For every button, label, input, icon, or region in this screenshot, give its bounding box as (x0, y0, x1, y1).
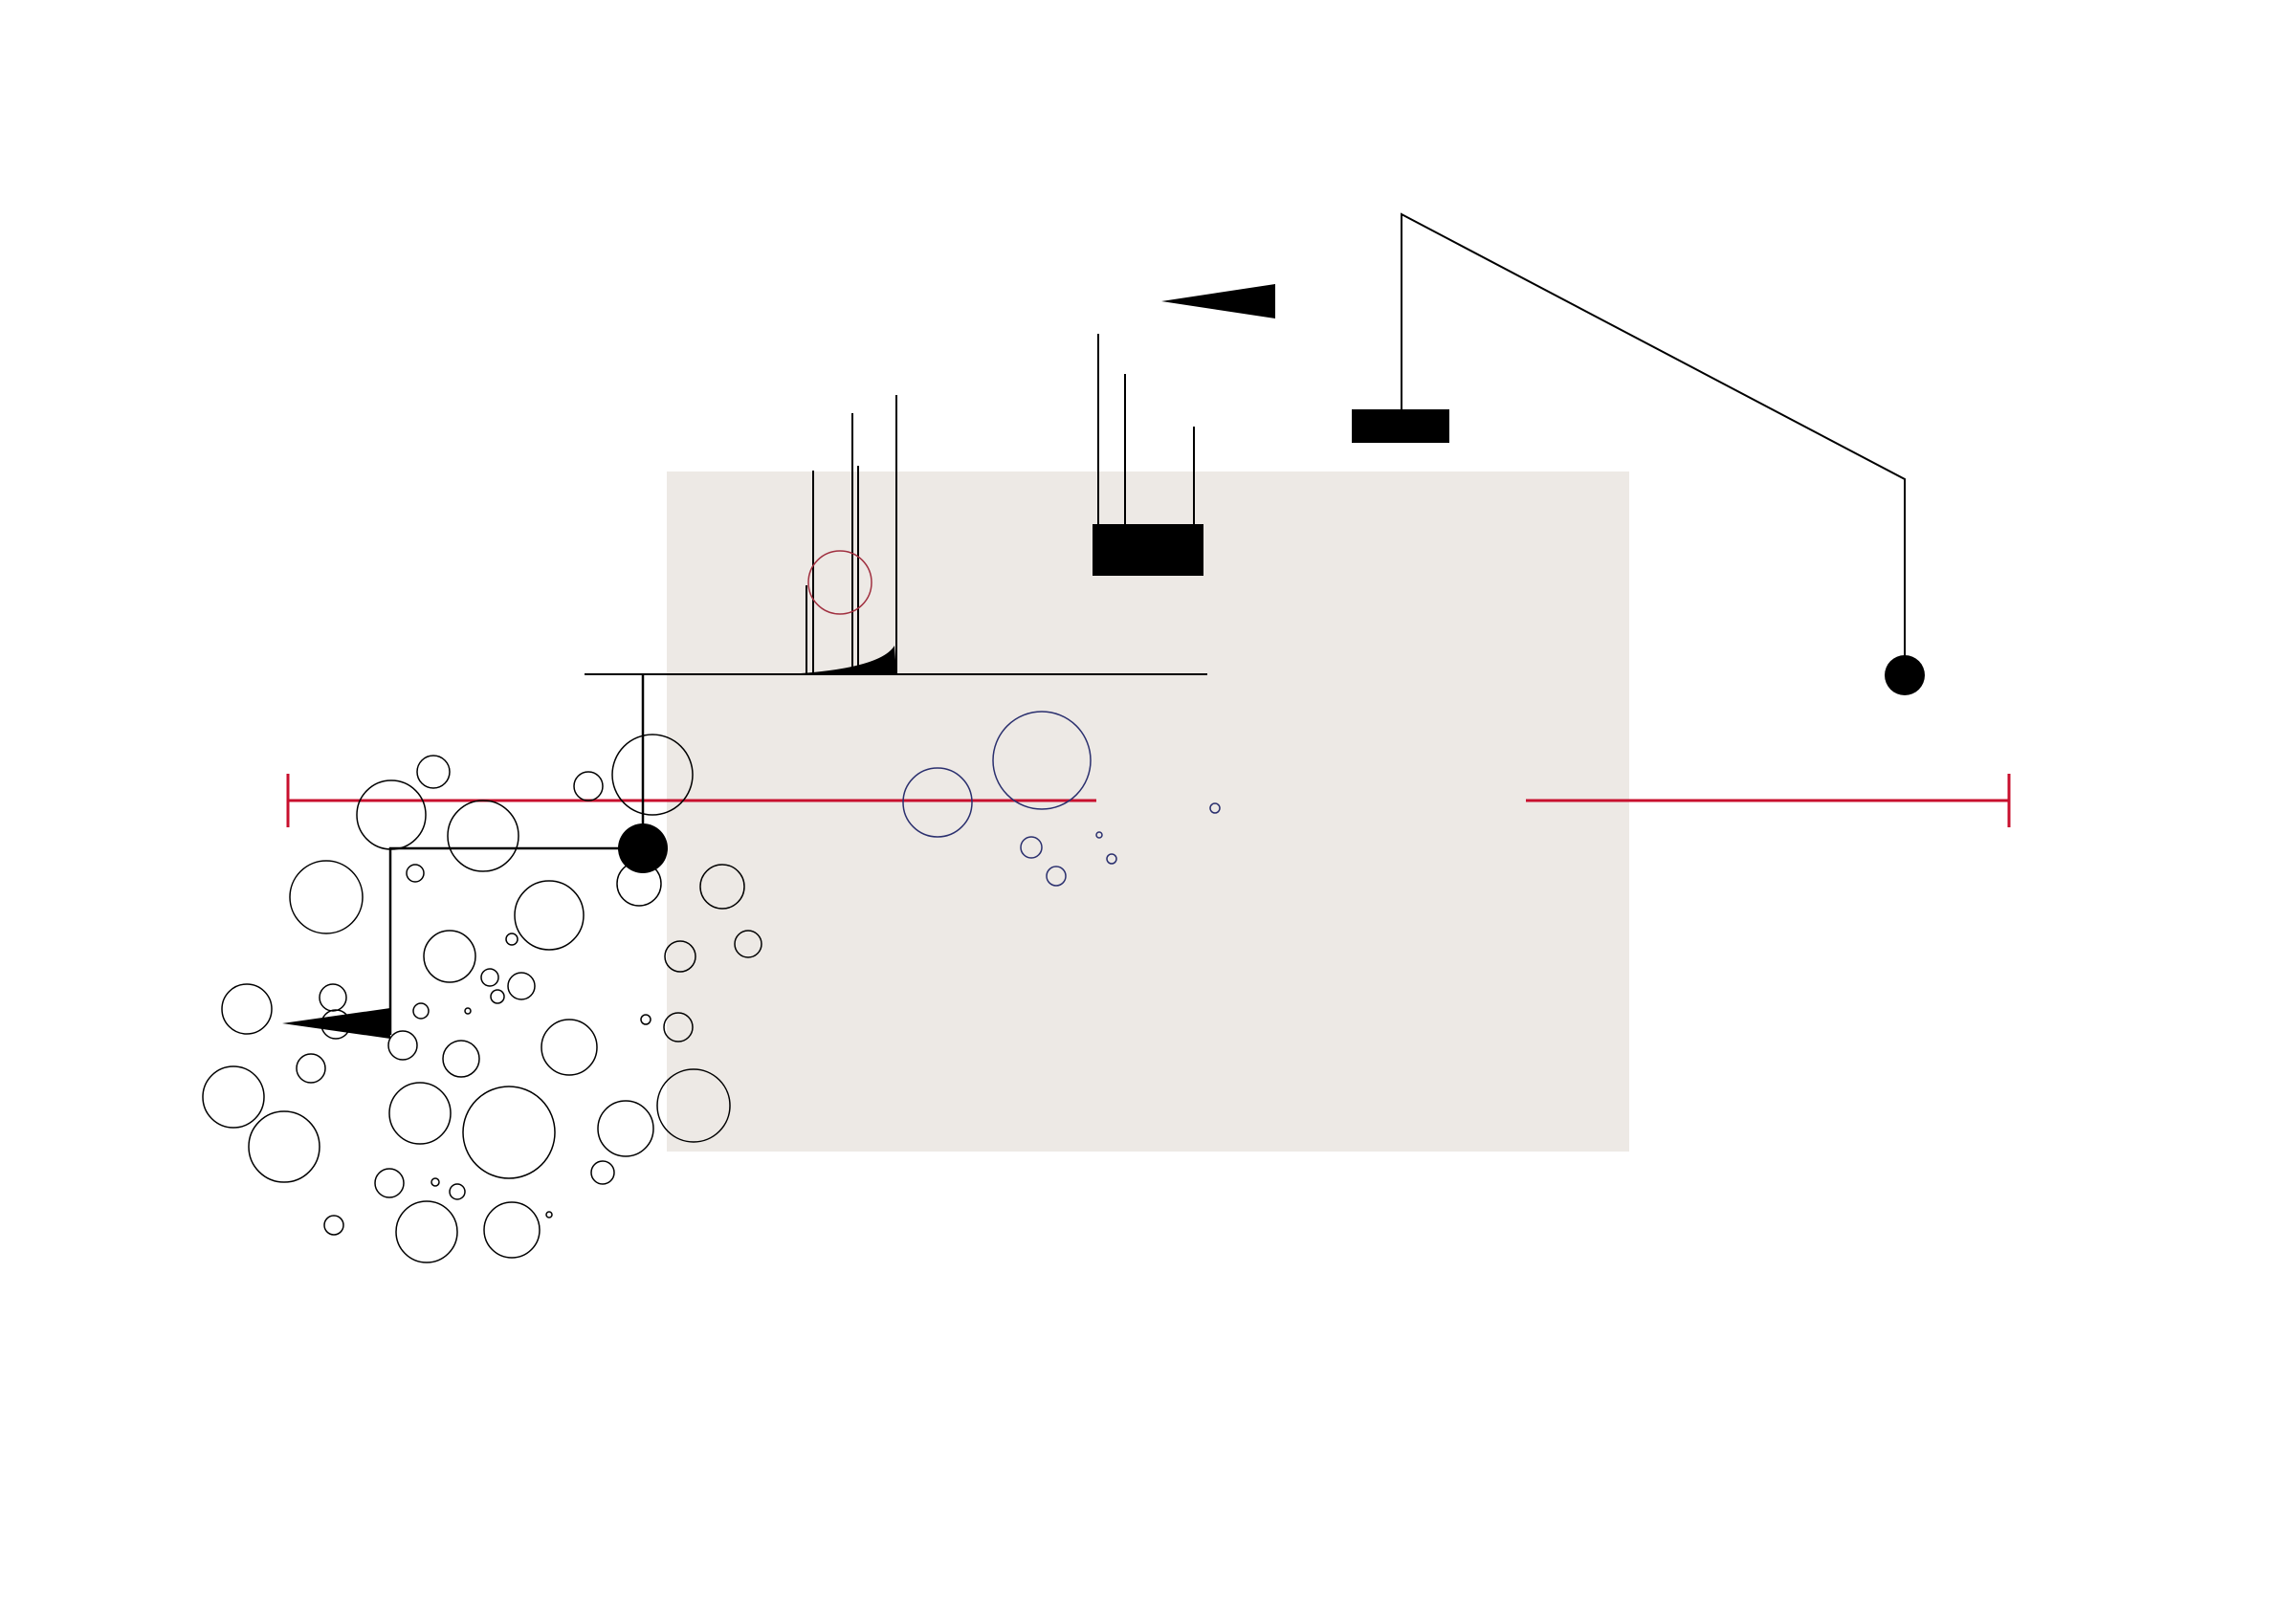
red-measure-right (1526, 774, 2011, 827)
cluster-circle (423, 930, 476, 983)
cluster-circle (734, 930, 762, 958)
blue-bubble (992, 711, 1092, 810)
cluster-circle (507, 972, 536, 1000)
vertical-rules-left (806, 395, 897, 674)
cluster-circle (483, 1201, 541, 1259)
cluster-circle (640, 1014, 651, 1025)
cluster-circle (221, 983, 273, 1035)
cluster-circle (514, 880, 585, 951)
black-bar-top (1352, 409, 1449, 443)
cluster-circle (449, 1183, 466, 1200)
black-wedge-top (1161, 284, 1275, 318)
cluster-circle (664, 940, 696, 973)
cluster-circle (442, 1040, 480, 1078)
cluster-circle (464, 1007, 472, 1015)
black-wedge-left (282, 1008, 390, 1039)
cluster-circle (699, 864, 745, 910)
cluster-circle (656, 1068, 731, 1143)
beige-panel (667, 472, 1629, 1152)
circle-cluster (202, 734, 762, 1263)
cluster-circle (323, 1215, 344, 1236)
cluster-circle (248, 1110, 320, 1183)
blue-bubble (1106, 853, 1117, 865)
cluster-circle (395, 1200, 458, 1263)
cluster-circle (356, 779, 427, 850)
blue-bubble (902, 767, 973, 838)
cluster-circle (597, 1100, 654, 1157)
cluster-circle (412, 1002, 430, 1020)
pendant-dot (1885, 655, 1925, 695)
cluster-circle (388, 1082, 452, 1145)
cluster-circle (490, 989, 505, 1004)
cluster-circle (573, 771, 604, 801)
cluster-circle (480, 968, 499, 987)
cluster-circle (545, 1211, 553, 1218)
black-block-center (1093, 524, 1203, 576)
cluster-circle (616, 861, 662, 907)
cluster-circle (611, 734, 694, 816)
cluster-circle (406, 864, 425, 883)
cluster-circle (320, 1009, 351, 1040)
cluster-circle (289, 860, 364, 934)
blue-bubble (1209, 802, 1221, 814)
cluster-circle (387, 1030, 418, 1061)
blue-bubble (1095, 831, 1103, 839)
hanging-block-group (1093, 334, 1203, 576)
pendant-line (1401, 212, 1906, 658)
black-node-dot (618, 823, 668, 873)
cluster-circle (462, 1086, 556, 1179)
cluster-circle (541, 1019, 598, 1076)
cluster-circle (374, 1168, 405, 1198)
cluster-circle (663, 1012, 694, 1042)
cluster-circle (430, 1177, 440, 1187)
cluster-circle (447, 800, 519, 872)
cluster-circle (202, 1065, 265, 1129)
curved-wedge (784, 646, 896, 674)
cluster-circle (296, 1053, 326, 1084)
cluster-circle (590, 1160, 615, 1185)
blue-bubble (1020, 836, 1043, 859)
blue-bubble-group (902, 711, 1221, 887)
blue-bubble (1046, 866, 1067, 887)
maroon-circle (807, 550, 872, 615)
cluster-circle (505, 933, 519, 946)
cluster-circle (416, 755, 451, 789)
